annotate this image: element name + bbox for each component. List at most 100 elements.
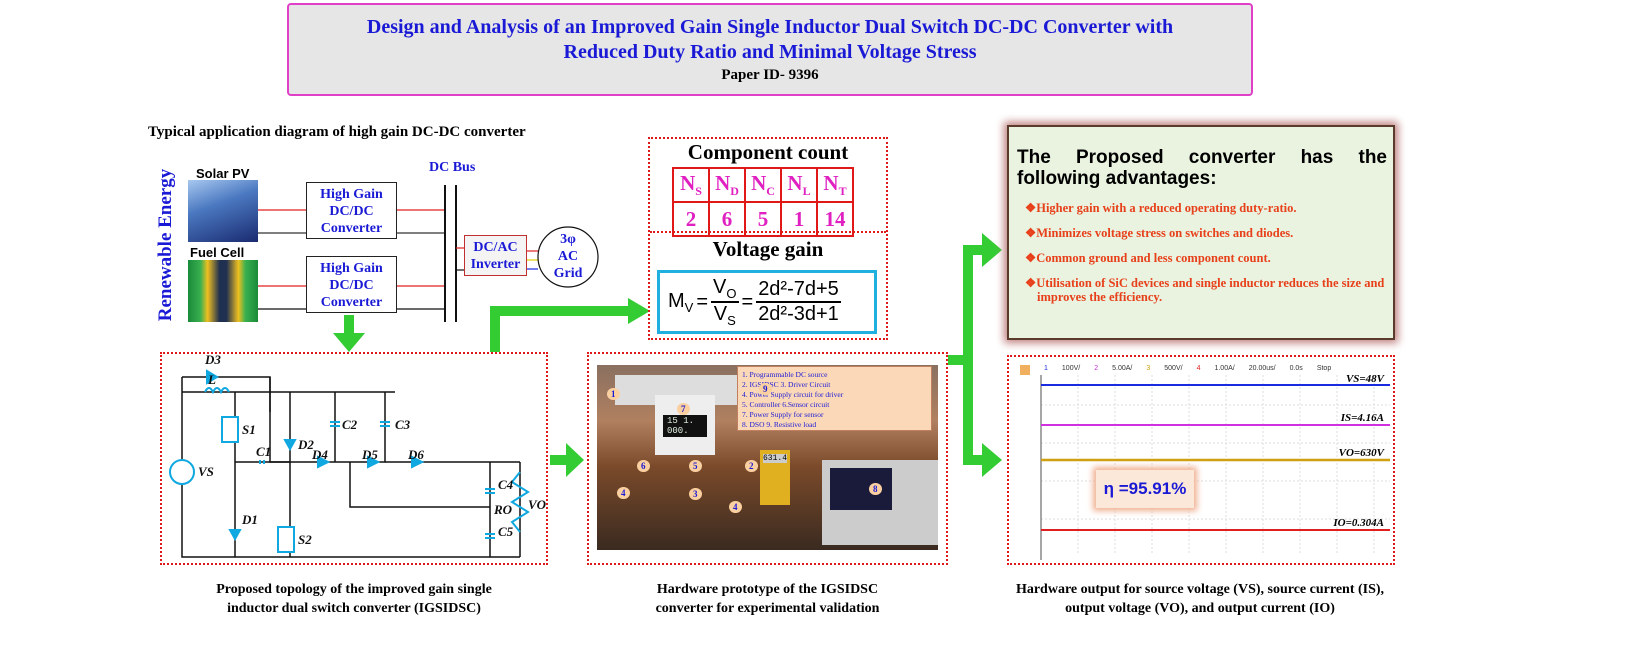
trace-label-vo: VO=630V: [1338, 447, 1384, 459]
gain-expression: 2d²-7d+5 2d²-3d+1: [756, 278, 841, 325]
list-item: ❖Utilisation of SiC devices and single i…: [1025, 276, 1385, 304]
label-d3: D3: [205, 352, 221, 367]
scope-caption: Hardware output for source voltage (VS),…: [1015, 582, 1385, 616]
component-count-title: Component count: [687, 140, 849, 164]
converter-label: DC/DC: [329, 204, 374, 219]
circuit-schematic: [169, 369, 530, 558]
paper-id: Paper ID- 9396: [721, 67, 819, 83]
sensor-supply: 15 1. 000.: [655, 395, 715, 455]
value-ns: 2: [672, 201, 710, 237]
marker: 2: [745, 460, 758, 472]
label-ro: RO: [494, 502, 513, 517]
fuel-cell-label: Fuel Cell: [190, 245, 245, 260]
table-header-row: NS ND NC NL NT: [672, 167, 854, 203]
marker: 9: [759, 383, 772, 395]
label-s1: S1: [242, 422, 256, 437]
title-box: Design and Analysis of an Improved Gain …: [287, 3, 1253, 96]
label-vs: VS: [198, 464, 214, 479]
header-nt: NT: [816, 167, 854, 203]
solar-pv-image: [188, 180, 258, 242]
label-vo: VO: [528, 497, 547, 512]
title-line-1: Design and Analysis of an Improved Gain …: [366, 16, 1174, 38]
converter-block-fuel: High Gain DC/DC Converter: [306, 256, 397, 313]
inverter-label: Inverter: [470, 257, 521, 272]
gain-lhs: MV: [668, 289, 694, 315]
grid-label: AC: [557, 249, 579, 264]
oscilloscope: [822, 460, 938, 545]
converter-label: High Gain: [320, 261, 383, 276]
label-l: L: [208, 372, 216, 387]
header-ns: NS: [672, 167, 710, 203]
application-wires: [258, 185, 599, 322]
scope-grid: [1040, 375, 1390, 560]
supply-readout-a: 000.: [667, 426, 689, 436]
label-c1: C1: [256, 444, 272, 459]
component-count-box: [648, 137, 888, 340]
hardware-box: [587, 352, 948, 565]
flow-arrows: [333, 233, 1002, 477]
header-nd: ND: [708, 167, 746, 203]
value-nl: 1: [780, 201, 818, 237]
application-heading: Typical application diagram of high gain…: [148, 124, 526, 140]
marker: 1: [607, 388, 620, 400]
supply-readout-v: 15 1.: [667, 416, 695, 426]
efficiency-badge: η =95.91%: [1096, 470, 1194, 508]
ac-grid-label: 3φ AC Grid: [540, 231, 596, 282]
component-count-table: NS ND NC NL NT 2 6 5 1 14: [672, 167, 854, 237]
voltage-gain-formula: MV = VO VS = 2d²-7d+5 2d²-3d+1: [657, 270, 877, 334]
list-item: ❖Higher gain with a reduced operating du…: [1025, 201, 1297, 215]
advantages-list: ❖Higher gain with a reduced operating du…: [1009, 189, 1393, 304]
gain-ratio: VO VS: [711, 276, 739, 328]
converter-label: Converter: [320, 221, 383, 236]
trace-label-vs: VS=48V: [1345, 373, 1384, 385]
circuit-labels: D3 L S1 D2 C2 C3 C1 VS D4 D5 D6 C4 RO VO…: [160, 352, 548, 565]
label-d2: D2: [298, 437, 314, 452]
value-nt: 14: [816, 201, 854, 237]
multimeter: 631.4: [760, 450, 790, 505]
list-item: ❖Common ground and less component count.: [1025, 251, 1271, 265]
converter-block-solar: High Gain DC/DC Converter: [306, 182, 397, 239]
converter-label: Converter: [320, 295, 383, 310]
marker: 6: [637, 460, 650, 472]
label-d1: D1: [242, 512, 258, 527]
label-c3: C3: [395, 417, 411, 432]
hardware-markers: 1 7 9 6 5 2 4 3 4 8: [597, 365, 938, 550]
list-item: ❖Minimizes voltage stress on switches an…: [1025, 226, 1294, 240]
circuit-caption: Proposed topology of the improved gain s…: [216, 582, 492, 616]
marker: 5: [689, 460, 702, 472]
label-d6: D6: [408, 447, 424, 462]
title-line-2: Reduced Duty Ratio and Minimal Voltage S…: [563, 41, 977, 63]
trace-label-is: IS=4.16A: [1340, 412, 1384, 424]
header-nc: NC: [744, 167, 782, 203]
label-c4: C4: [498, 477, 514, 492]
converter-label: DC/DC: [329, 278, 374, 293]
dc-bus-label: DC Bus: [429, 160, 476, 175]
label-s2: S2: [298, 532, 312, 547]
marker: 4: [617, 487, 630, 499]
marker: 8: [869, 483, 882, 495]
hardware-photo: 15 1. 000. 631.4 1. Programmable DC sour…: [597, 365, 938, 550]
converter-label: High Gain: [320, 187, 383, 202]
advantages-title: The Proposed converter has the following…: [1017, 147, 1387, 189]
label-d5: D5: [362, 447, 378, 462]
inverter-label: DC/AC: [473, 240, 518, 255]
label-d4: D4: [312, 447, 328, 462]
circuit-box: [160, 352, 548, 565]
header-nl: NL: [780, 167, 818, 203]
table-row: 2 6 5 1 14: [672, 201, 854, 237]
label-c2: C2: [342, 417, 358, 432]
marker: 3: [689, 488, 702, 500]
marker: 7: [677, 403, 690, 415]
grid-label: Grid: [553, 266, 583, 281]
solar-pv-label: Solar PV: [196, 166, 250, 181]
advantages-box: The Proposed converter has the following…: [1007, 125, 1395, 340]
trace-label-io: IO=0.304A: [1333, 517, 1384, 529]
label-c5: C5: [498, 524, 514, 539]
value-nd: 6: [708, 201, 746, 237]
marker: 4: [729, 501, 742, 513]
fuel-cell-image: [188, 260, 258, 322]
